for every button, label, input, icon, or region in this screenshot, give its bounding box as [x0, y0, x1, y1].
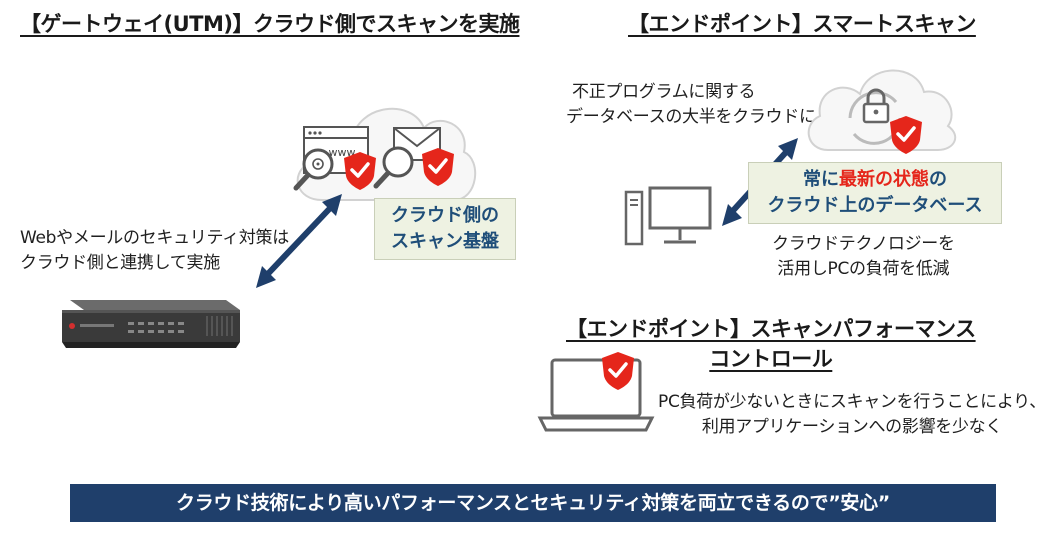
smart-scan-description: クラウドテクノロジーを 活用しPCの負荷を低減 [772, 232, 955, 282]
magnifier-icon [373, 146, 414, 189]
heading-smart-scan: 【エンドポイント】スマートスキャン [628, 12, 976, 36]
box-line-2: クラウド上のデータベース [767, 195, 983, 216]
shield-check-icon [344, 152, 376, 190]
description-line-2: クラウド側と連携して実施 [20, 253, 220, 273]
latest-database-box: 常に最新の状態の クラウド上のデータベース [748, 162, 1002, 224]
laptop-icon [537, 352, 655, 432]
heading-gateway: 【ゲートウェイ(UTM)】クラウド側でスキャンを実施 [20, 12, 520, 36]
heading-line-2: コントロール [709, 347, 833, 371]
description-line-1: Webやメールのセキュリティ対策は [20, 228, 289, 248]
desktop-pc-icon [624, 186, 712, 246]
scan-performance-description: PC負荷が少ないときにスキャンを行うことにより、 利用アプリケーションへの影響を… [658, 390, 1046, 440]
summary-banner: クラウド技術により高いパフォーマンスとセキュリティ対策を両立できるので”安心” [70, 484, 996, 522]
double-arrow-icon [256, 194, 342, 288]
shield-check-icon [602, 352, 634, 390]
lock-icon [862, 88, 890, 124]
cloud-scan-platform-box: クラウド側の スキャン基盤 [374, 198, 516, 260]
heading-line-1: 【エンドポイント】スキャンパフォーマンス [566, 317, 976, 341]
browser-text: www [329, 146, 356, 159]
shield-check-icon [890, 116, 922, 154]
utm-appliance-icon [62, 300, 240, 348]
box-line-1-post: の [929, 169, 947, 190]
heading-scan-performance: 【エンドポイント】スキャンパフォーマンス コントロール [566, 314, 976, 374]
magnifier-biohazard-icon [293, 148, 334, 191]
box-line-1-pre: 常に [803, 169, 839, 190]
box-line-1: クラウド側の [391, 205, 499, 226]
desc-line-2: 利用アプリケーションへの影響を少なく [701, 417, 1003, 437]
shield-check-icon [422, 148, 454, 186]
note-line-1: 不正プログラムに関する [572, 82, 756, 102]
cloud-lock-illustration [807, 69, 957, 154]
box-line-1-accent: 最新の状態 [839, 169, 929, 190]
note-line-2: データベースの大半をクラウドに [566, 107, 816, 127]
cloud-scan-illustration: www [293, 107, 477, 201]
desc-line-1: PC負荷が少ないときにスキャンを行うことにより、 [658, 392, 1046, 412]
box-line-1: 常に最新の状態の [749, 167, 1001, 193]
desc-line-1: クラウドテクノロジーを [772, 234, 955, 254]
box-line-2: スキャン基盤 [391, 231, 499, 252]
database-note: 不正プログラムに関する データベースの大半をクラウドに [566, 80, 816, 130]
gateway-description: Webやメールのセキュリティ対策は クラウド側と連携して実施 [20, 226, 289, 276]
desc-line-2: 活用しPCの負荷を低減 [777, 259, 950, 279]
